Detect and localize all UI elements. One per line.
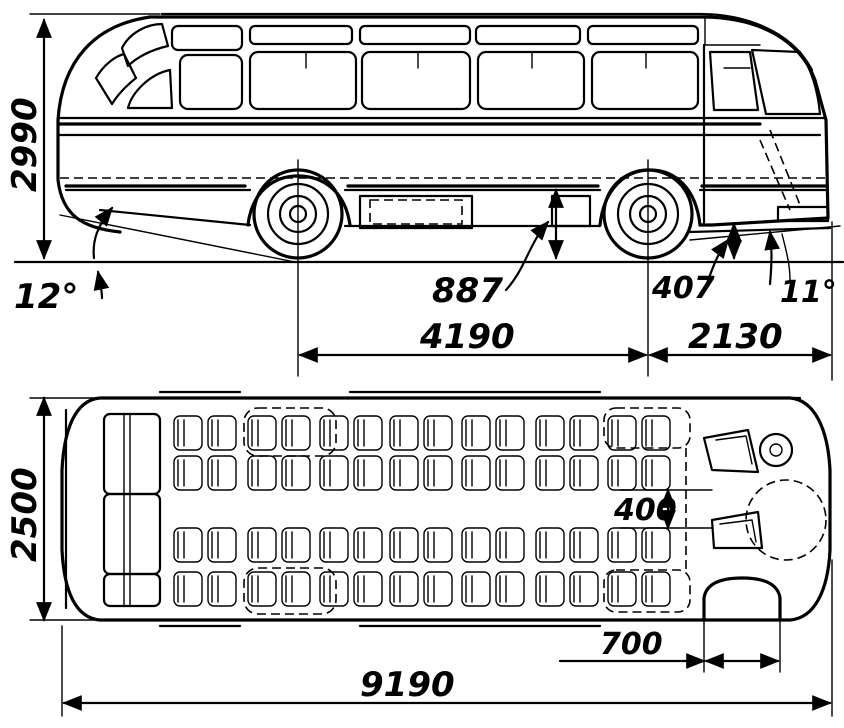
dim-aisle-width: 400 — [613, 493, 677, 528]
dim-overall-height: 2990 — [5, 97, 45, 192]
dim-front-overhang: 2130 — [688, 317, 783, 357]
dim-door-width: 700 — [600, 627, 663, 662]
dim-ramp-angle-rear: 12° — [14, 277, 78, 317]
dim-ramp-angle-front: 11° — [780, 275, 837, 310]
dim-ground-clearance: 887 — [432, 271, 503, 311]
top-view: 400 2500 700 9190 — [5, 390, 833, 717]
dim-front-clearance: 407 — [651, 271, 715, 306]
side-view: 2990 12° 887 407 11° 4190 2130 — [5, 12, 844, 381]
rear-bench — [102, 412, 162, 608]
bus-plan-outline — [60, 396, 832, 622]
passenger-seats — [173, 415, 671, 607]
dim-wheelbase: 4190 — [419, 317, 515, 357]
driver-area — [702, 428, 827, 561]
dim-overall-width: 2500 — [5, 467, 45, 562]
bus-body-outline — [56, 15, 830, 234]
dim-overall-length: 9190 — [360, 665, 455, 705]
